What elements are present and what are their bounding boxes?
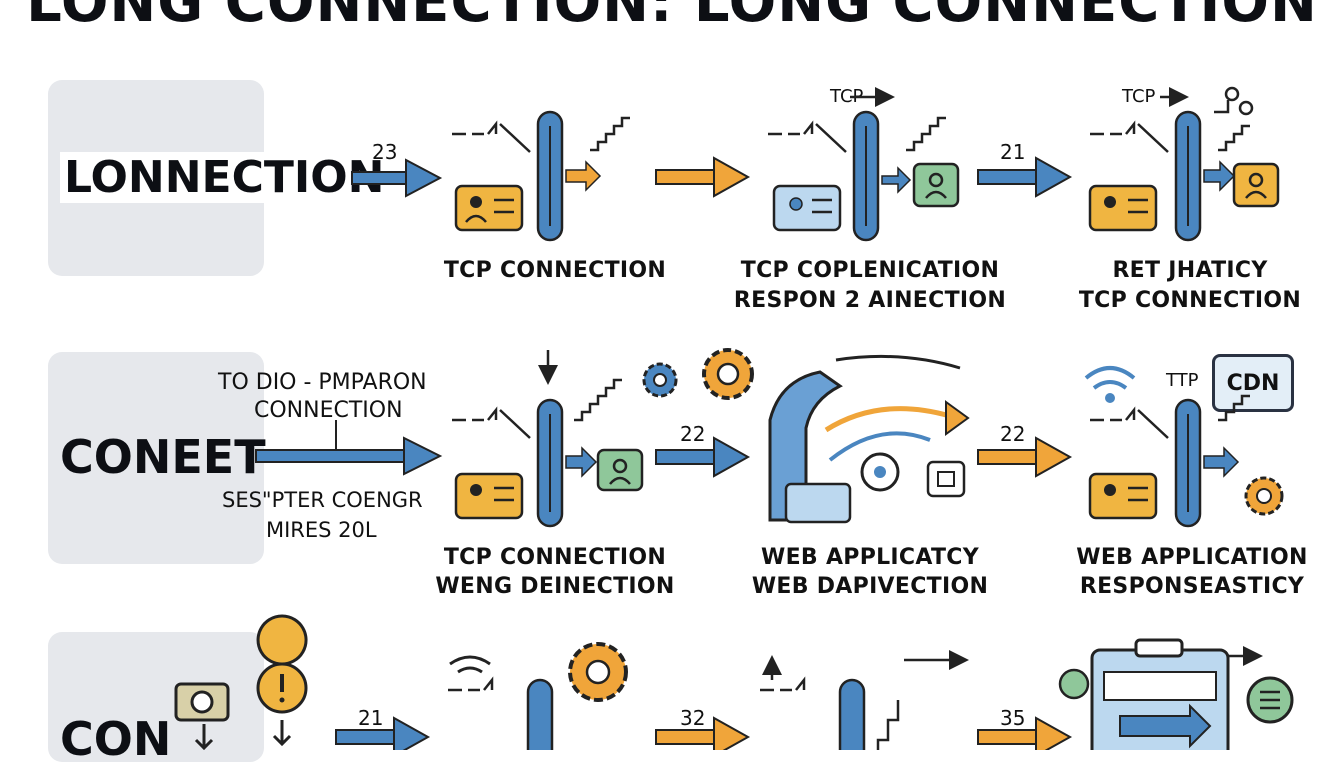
user-profile-icon xyxy=(596,448,644,492)
caption-2-3b: RESPONSEASTICY xyxy=(1079,574,1305,599)
caption-2-2b: WEB DAPIVECTION xyxy=(751,574,989,599)
connector-lines xyxy=(448,87,1263,750)
diagram-graphics xyxy=(174,86,1294,750)
caption-1-3b: TCP CONNECTION xyxy=(1078,288,1302,313)
gear-icon xyxy=(642,362,678,398)
caption-1-3a: RET JHATICY xyxy=(1112,258,1268,283)
warning-icon xyxy=(256,614,308,714)
arrow-orange-r2-3 xyxy=(977,436,1073,478)
server-pillar-r3-2 xyxy=(838,678,866,750)
note-top-line-1: TO DIO - PMPARON xyxy=(218,370,427,395)
id-card-icon xyxy=(1088,184,1158,232)
wifi-icon xyxy=(449,655,491,674)
small-orange-arrows xyxy=(565,160,1240,478)
caption-1-2a: TCP COPLENICATION xyxy=(740,258,1000,283)
row-2-label: CONEET xyxy=(60,430,266,484)
wifi-icon xyxy=(1084,366,1136,403)
page-title: LONG CONNECTION: LONG CONNECTION xyxy=(26,0,1318,35)
row-1-label: LONNECTION xyxy=(60,152,389,203)
arrow-orange-r1-2 xyxy=(655,156,751,198)
arrow-orange-r3-3 xyxy=(977,716,1073,750)
arrow-number: 21 xyxy=(1000,140,1026,164)
camera-icon xyxy=(174,682,230,722)
server-pillar-r1-3 xyxy=(1174,110,1202,242)
caption-2-2a: WEB APPLICATCY xyxy=(761,545,979,570)
down-arrow-icon xyxy=(194,720,292,750)
gear-icon xyxy=(702,348,754,400)
id-card-icon xyxy=(454,184,524,232)
arrow-blue-r2-2 xyxy=(655,436,751,478)
arrow-number: 22 xyxy=(1000,422,1026,446)
note-top-line-2: CONNECTION xyxy=(254,398,403,423)
server-pillar-r3-1 xyxy=(526,678,554,750)
server-pillar-r2-3 xyxy=(1174,398,1202,528)
tcp-tag: TCP xyxy=(1122,86,1156,107)
list-bubble-icon xyxy=(1246,676,1294,724)
note-bottom-line-1: SES"PTER COENGR xyxy=(222,488,423,512)
arrow-blue-r3-1 xyxy=(335,716,431,750)
arrow-orange-r3-2 xyxy=(655,716,751,750)
ttp-tag: TTP xyxy=(1166,370,1199,391)
cdn-label: CDN xyxy=(1226,370,1280,396)
arrow-number: 35 xyxy=(1000,706,1026,730)
arrow-blue-r1-1 xyxy=(351,158,443,198)
hand-illustration xyxy=(768,354,970,524)
gear-icon xyxy=(1244,476,1284,516)
caption-2-1b: WENG DEINECTION xyxy=(435,574,675,599)
caption-1-2b: RESPON 2 AINECTION xyxy=(733,288,1007,313)
server-pillar-r1-1 xyxy=(536,110,564,242)
caption-1-1: TCP CONNECTION xyxy=(443,258,667,283)
row-2-label-box xyxy=(48,352,264,564)
gear-icon xyxy=(568,642,628,702)
clipboard-icon xyxy=(1090,638,1230,750)
arrow-blue-r1-3 xyxy=(977,156,1073,198)
id-card-icon xyxy=(454,472,524,520)
note-bottom-line-2: MIRES 20L xyxy=(266,518,377,542)
id-card-icon xyxy=(772,184,842,232)
arrow-number: 23 xyxy=(372,140,398,164)
user-profile-icon xyxy=(912,162,960,208)
arrow-blue-r2-1 xyxy=(255,420,443,476)
arrow-number: 32 xyxy=(680,706,706,730)
tcp-tag: TCP xyxy=(830,86,864,107)
arrow-number: 21 xyxy=(358,706,384,730)
lock-bubble-icon xyxy=(1058,668,1090,700)
server-pillar-r2-1 xyxy=(536,398,564,528)
user-profile-icon xyxy=(1232,162,1280,208)
caption-2-3a: WEB APPLICATION xyxy=(1076,545,1308,570)
network-nodes-icon xyxy=(1214,86,1254,116)
cdn-bubble: CDN xyxy=(1212,354,1294,412)
id-card-icon xyxy=(1088,472,1158,520)
server-pillar-r1-2 xyxy=(852,110,880,242)
arrow-number: 22 xyxy=(680,422,706,446)
caption-2-1a: TCP CONNECTION xyxy=(443,545,667,570)
